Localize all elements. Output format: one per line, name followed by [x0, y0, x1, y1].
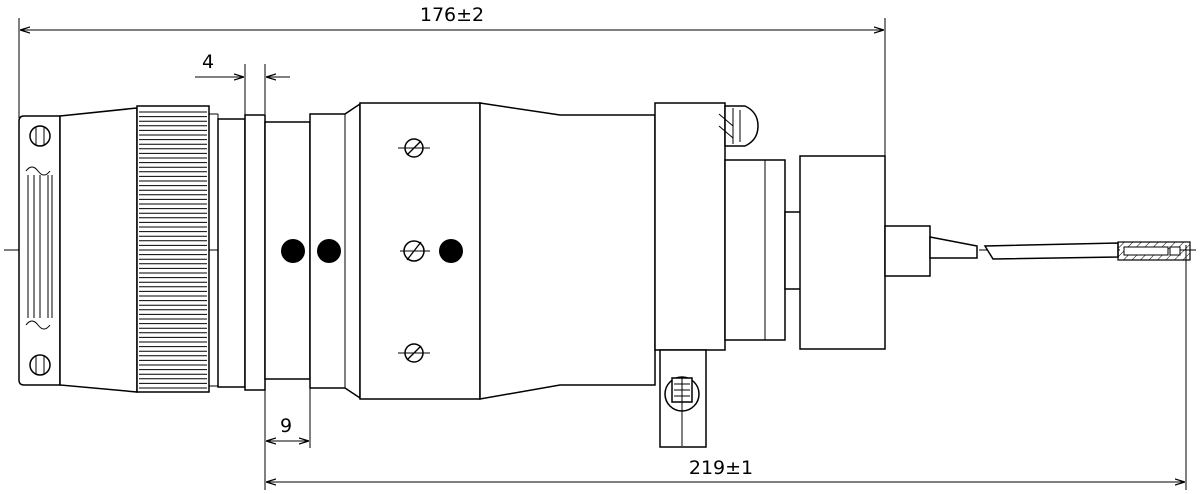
pin-dot-icon	[317, 239, 341, 263]
screw-head-icon	[29, 354, 51, 376]
coupling-nut-body	[59, 107, 138, 393]
dimension-label-total: 219±1	[689, 457, 753, 479]
dimension-ring-width: 9	[264, 386, 311, 448]
dimension-total-length: 219±1	[264, 245, 1187, 490]
back-shell	[724, 159, 803, 341]
cable-clamp-block	[799, 155, 886, 350]
clamp-screw-icon	[664, 376, 700, 446]
cap-screw-icon	[718, 105, 759, 147]
step-ring	[244, 114, 266, 391]
pin-dot-icon	[281, 239, 305, 263]
screw-head-icon	[29, 125, 51, 147]
cable	[929, 236, 1119, 260]
knurled-coupling-ring	[136, 105, 219, 393]
dimension-overall-length: 176±2	[18, 4, 886, 160]
dimension-step-width: 4	[195, 51, 290, 116]
rear-flange-plate	[654, 102, 726, 448]
cable-ferrule	[1117, 241, 1191, 261]
neck-section	[217, 118, 246, 388]
slotted-screw-icon	[398, 138, 430, 158]
slotted-screw-icon	[400, 240, 430, 262]
dimension-label-step: 4	[202, 51, 214, 73]
pin-dot-icon	[439, 239, 463, 263]
dimension-label-ring: 9	[280, 415, 292, 437]
cable-gland	[884, 225, 931, 277]
front-flange	[18, 115, 61, 386]
dimension-label-overall: 176±2	[420, 4, 484, 26]
slotted-screw-icon	[398, 343, 430, 363]
